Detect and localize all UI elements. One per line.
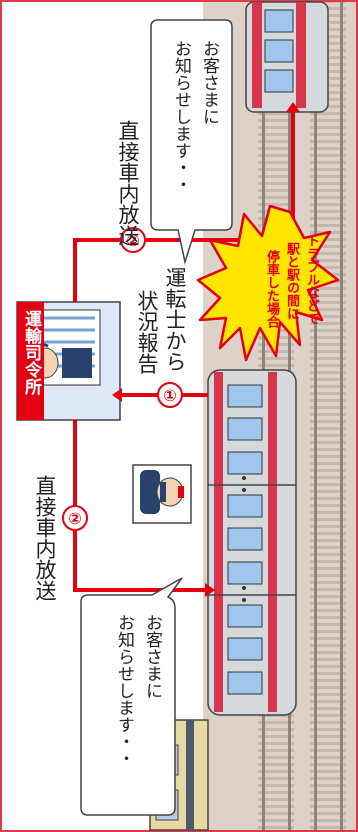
driver-report-label-line2: 状況報告: [135, 290, 159, 374]
train-main: [207, 369, 297, 716]
step-circle-1: ①: [157, 382, 183, 408]
bubble-top-line1: お客さまに: [199, 40, 219, 125]
step-one-label: ①: [163, 386, 177, 405]
arrow-icon: [112, 102, 300, 597]
speech-bubble-bottom: [80, 577, 183, 816]
trouble-label-line1: トラブルなどで: [304, 234, 319, 325]
train-second: [245, 1, 329, 113]
step-two-label-bottom: ②: [68, 509, 82, 528]
trouble-label-line3: 停車した場合: [264, 250, 279, 328]
announce-top-label: 直接車内放送: [116, 120, 140, 246]
rail: [314, 2, 317, 830]
driver-icon: [132, 464, 192, 524]
step-two-label-top: ②: [126, 231, 140, 250]
bubble-bottom-line1: お客さまに: [142, 614, 162, 699]
step-circle-2a: ②: [62, 505, 88, 531]
rail: [340, 2, 343, 830]
burst-icon: [196, 204, 340, 362]
control-center-panel: 運輸司令所: [16, 301, 121, 421]
announce-bottom-label: 直接車内放送: [33, 475, 57, 601]
bubble-bottom-line2: お知らせします・・: [114, 614, 134, 767]
control-center-label: 運輸司令所: [21, 310, 42, 396]
bubble-top-line2: お知らせします・・: [171, 40, 191, 193]
speech-bubble-top: [150, 19, 233, 265]
control-center-label-bg: [17, 302, 44, 420]
driver-report-label-line1: 運転士から: [163, 267, 187, 372]
step-circle-2b: ②: [120, 227, 146, 253]
trouble-label-line2: 駅と駅の間に: [284, 242, 299, 320]
